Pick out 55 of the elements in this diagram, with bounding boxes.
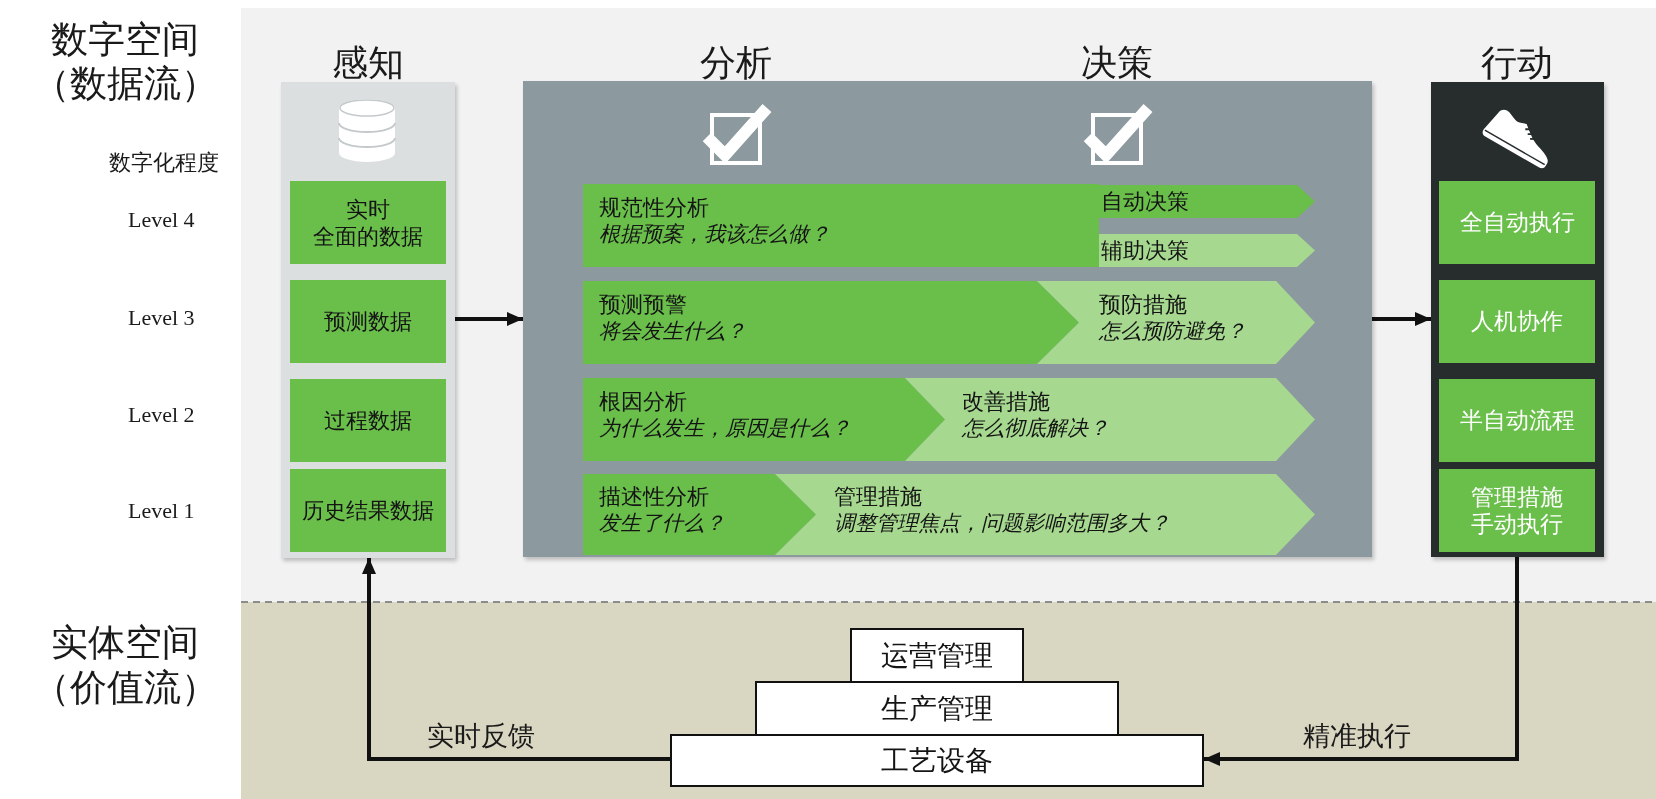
level-box: 管理措施手动执行: [1439, 469, 1595, 552]
question-text: 发生了什么？: [599, 509, 725, 537]
banner: [583, 184, 1099, 267]
chevron-panel: [1099, 234, 1315, 267]
column-heading: 决策: [1081, 44, 1153, 82]
question-text: 调整管理焦点，问题影响范围多大？: [834, 509, 1170, 537]
chevron-panel: [583, 281, 1079, 364]
level-label: Level 3: [128, 304, 195, 332]
heading-text: 规范性分析: [599, 193, 709, 221]
panel-text: 自动决策: [1101, 188, 1189, 215]
chevron-panel: [1037, 281, 1315, 364]
edge-label: 实时反馈: [427, 720, 535, 752]
level-label: Level 1: [128, 497, 195, 525]
question-text: 为什么发生，原因是什么？: [599, 414, 851, 442]
tier-box: 生产管理: [755, 681, 1119, 736]
chevron-panel: [775, 474, 1315, 555]
column-heading: 感知: [332, 44, 404, 82]
region-title: 数字空间（数据流）: [31, 18, 219, 106]
heading-text: 管理措施: [834, 482, 922, 510]
heading-text: 改善措施: [962, 387, 1050, 415]
level-box: 预测数据: [290, 280, 446, 363]
chevron-panel: [583, 378, 945, 461]
level-label: Level 4: [128, 206, 195, 234]
question-text: 怎么预防避免？: [1099, 317, 1246, 345]
arrow: [362, 558, 670, 761]
edge-label: 精准执行: [1303, 720, 1411, 752]
level-label: Level 2: [128, 401, 195, 429]
level-box: [290, 181, 446, 264]
arrow: [1204, 557, 1519, 766]
tier-box: 运营管理: [850, 628, 1024, 683]
tier-box: 工艺设备: [670, 734, 1204, 787]
chevron-panel: [583, 474, 816, 555]
box-text: 全面的数据: [313, 222, 423, 250]
arrow: [455, 312, 523, 326]
level-box: 人机协作: [1439, 280, 1595, 363]
heading-text: 描述性分析: [599, 482, 709, 510]
heading-text: 预防措施: [1099, 290, 1187, 318]
level-box: 历史结果数据: [290, 469, 446, 552]
heading-text: 预测预警: [599, 290, 687, 318]
panel-text: 辅助决策: [1101, 237, 1189, 264]
question-text: 怎么彻底解决？: [962, 414, 1109, 442]
chevron-panel: [1099, 185, 1315, 218]
heading-text: 根因分析: [599, 387, 687, 415]
level-box: 过程数据: [290, 379, 446, 462]
chevron-panel: [905, 378, 1315, 461]
question-text: 将会发生什么？: [599, 317, 746, 345]
region-title: 实体空间（价值流）: [31, 620, 219, 710]
level-box: 半自动流程: [1439, 379, 1595, 462]
arrow: [1372, 312, 1431, 326]
axis-title: 数字化程度: [109, 150, 219, 176]
level-box: 全自动执行: [1439, 181, 1595, 264]
question-text: 根据预案，我该怎么做？: [599, 220, 830, 248]
column-heading: 分析: [700, 44, 772, 82]
column-heading: 行动: [1481, 44, 1553, 82]
box-text: 实时: [346, 195, 390, 223]
